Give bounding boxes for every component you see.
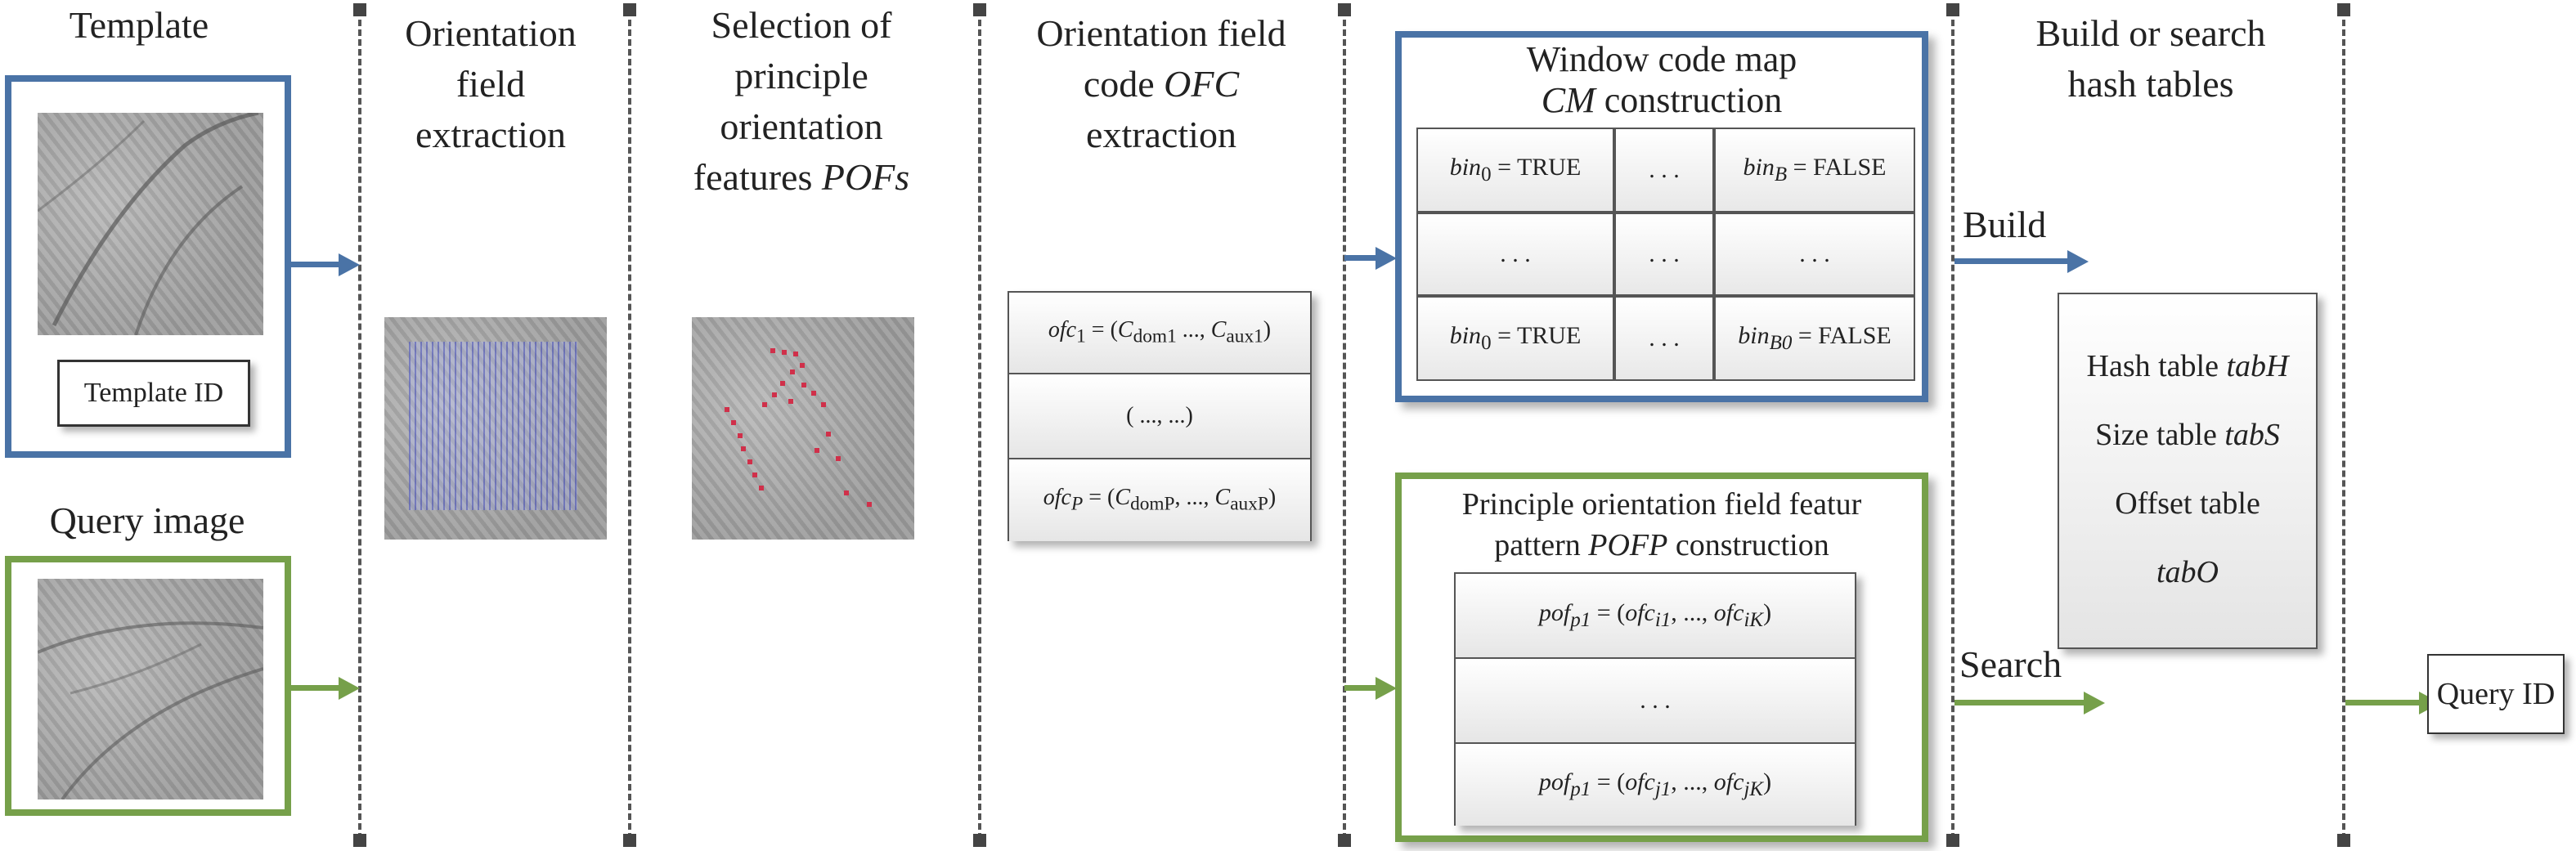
title-line: pattern POFP construction — [1494, 528, 1829, 562]
search-arrow-line — [1954, 700, 2085, 705]
title-line: field — [456, 63, 526, 105]
build-label: Build — [1963, 204, 2047, 245]
template-palmprint-image — [38, 113, 263, 335]
divider-3 — [978, 10, 981, 840]
divider-cap — [2337, 834, 2350, 847]
orientation-field-overlay — [409, 342, 577, 510]
build-arrow-line — [1954, 258, 2069, 264]
pofp-title: Principle orientation field featur patte… — [1402, 484, 1922, 566]
divider-cap — [353, 3, 366, 16]
cm-cell: . . . — [1614, 128, 1714, 213]
title-line: principle — [734, 55, 868, 96]
pofp-row-1: pofp1 = (ofci1, ..., ofciK) — [1456, 574, 1855, 659]
divider-cap — [353, 834, 366, 847]
ofc-row-1-text: ofc1 = (Cdom1 ..., Caux1) — [1048, 317, 1272, 347]
template-title: Template — [69, 4, 209, 46]
pofp-arrow-head — [1376, 677, 1397, 700]
hash-table-line: Hash table tabH — [2086, 349, 2289, 383]
cm-arrow-line — [1344, 255, 1377, 261]
ofc-table: ofc1 = (Cdom1 ..., Caux1) ( ..., ...) of… — [1008, 291, 1312, 541]
search-label: Search — [1959, 643, 2062, 685]
window-code-map-frame: Window code map CM construction bin0 = T… — [1395, 31, 1928, 402]
title-line: orientation — [720, 105, 883, 147]
divider-cap — [623, 3, 636, 16]
title-line: Selection of — [711, 4, 892, 46]
title-line: Orientation — [405, 12, 577, 54]
divider-6 — [2342, 10, 2345, 840]
cm-cell: binB0 = FALSE — [1714, 296, 1915, 381]
title-line: Window code map — [1526, 39, 1797, 79]
cm-cell: . . . — [1416, 213, 1614, 296]
title-line: Build or search — [2035, 12, 2266, 54]
query-arrow-line — [291, 685, 340, 691]
divider-cap — [1338, 3, 1351, 16]
divider-cap — [973, 834, 986, 847]
title-line: CM construction — [1541, 80, 1783, 120]
title-line: extraction — [415, 114, 566, 155]
pofp-row-3: pofp1 = (ofcj1, ..., ofcjK) — [1456, 744, 1855, 826]
pof-selection-image — [692, 317, 914, 540]
divider-2 — [628, 10, 631, 840]
title-line: hash tables — [2067, 63, 2234, 105]
build-arrow-head — [2067, 250, 2089, 273]
pofp-arrow-line — [1344, 685, 1377, 691]
cm-cell: binB = FALSE — [1714, 128, 1915, 213]
pof-selection-title: Selection of principle orientation featu… — [654, 0, 949, 203]
divider-4 — [1343, 10, 1346, 840]
query-id-label: Query ID — [2427, 654, 2565, 734]
hash-tables-title: Build or search hash tables — [1995, 8, 2306, 110]
cm-cell: bin0 = TRUE — [1416, 296, 1614, 381]
size-table-line: Size table tabS — [2095, 418, 2280, 452]
cm-cell: . . . — [1714, 213, 1915, 296]
cm-arrow-head — [1376, 247, 1397, 270]
pofp-table: pofp1 = (ofci1, ..., ofciK) . . . pofp1 … — [1454, 572, 1856, 826]
template-id-label: Template ID — [57, 360, 250, 427]
ofc-row-2: ( ..., ...) — [1009, 374, 1310, 459]
template-frame: Template ID — [5, 75, 291, 458]
divider-cap — [1338, 834, 1351, 847]
query-id-arrow-line — [2345, 700, 2421, 705]
template-arrow-head — [339, 253, 360, 276]
title-line: code OFC — [1083, 63, 1240, 105]
hash-tables-box: Hash table tabH Size table tabS Offset t… — [2058, 293, 2318, 649]
window-code-map-title: Window code map CM construction — [1402, 39, 1922, 121]
title-line: features POFs — [693, 156, 910, 198]
divider-cap — [1946, 834, 1959, 847]
divider-cap — [2337, 3, 2350, 16]
query-image-frame — [5, 556, 291, 816]
pofp-row-2: . . . — [1456, 659, 1855, 744]
query-image-title: Query image — [49, 499, 245, 541]
title-line: Orientation field — [1036, 12, 1286, 54]
orientation-field-extraction-title: Orientation field extraction — [360, 8, 622, 160]
title-line: Principle orientation field featur — [1461, 487, 1862, 522]
orientation-field-image — [384, 317, 607, 540]
ofc-extraction-title: Orientation field code OFC extraction — [998, 8, 1325, 160]
divider-cap — [1946, 3, 1959, 16]
offset-table-line: Offset table — [2115, 486, 2260, 521]
search-arrow-head — [2084, 692, 2105, 714]
cm-cell: . . . — [1614, 296, 1714, 381]
template-arrow-line — [291, 262, 340, 267]
divider-cap — [973, 3, 986, 16]
offset-table-name: tabO — [2156, 555, 2219, 589]
ofc-row-3-text: ofcP = (CdomP, ..., CauxP) — [1043, 485, 1277, 515]
query-arrow-head — [339, 677, 360, 700]
ofc-row-3: ofcP = (CdomP, ..., CauxP) — [1009, 459, 1310, 541]
pofp-construction-frame: Principle orientation field featur patte… — [1395, 473, 1928, 842]
cm-cell: bin0 = TRUE — [1416, 128, 1614, 213]
pof-points — [725, 348, 872, 507]
cm-cell: . . . — [1614, 213, 1714, 296]
palm-lines — [38, 621, 263, 799]
title-line: extraction — [1086, 114, 1236, 155]
ofc-row-1: ofc1 = (Cdom1 ..., Caux1) — [1009, 293, 1310, 374]
divider-1 — [358, 10, 361, 840]
divider-cap — [623, 834, 636, 847]
divider-5 — [1951, 10, 1954, 840]
query-palmprint-image — [38, 579, 263, 799]
ofc-row-2-text: ( ..., ...) — [1126, 403, 1193, 428]
palm-lines — [38, 113, 259, 335]
